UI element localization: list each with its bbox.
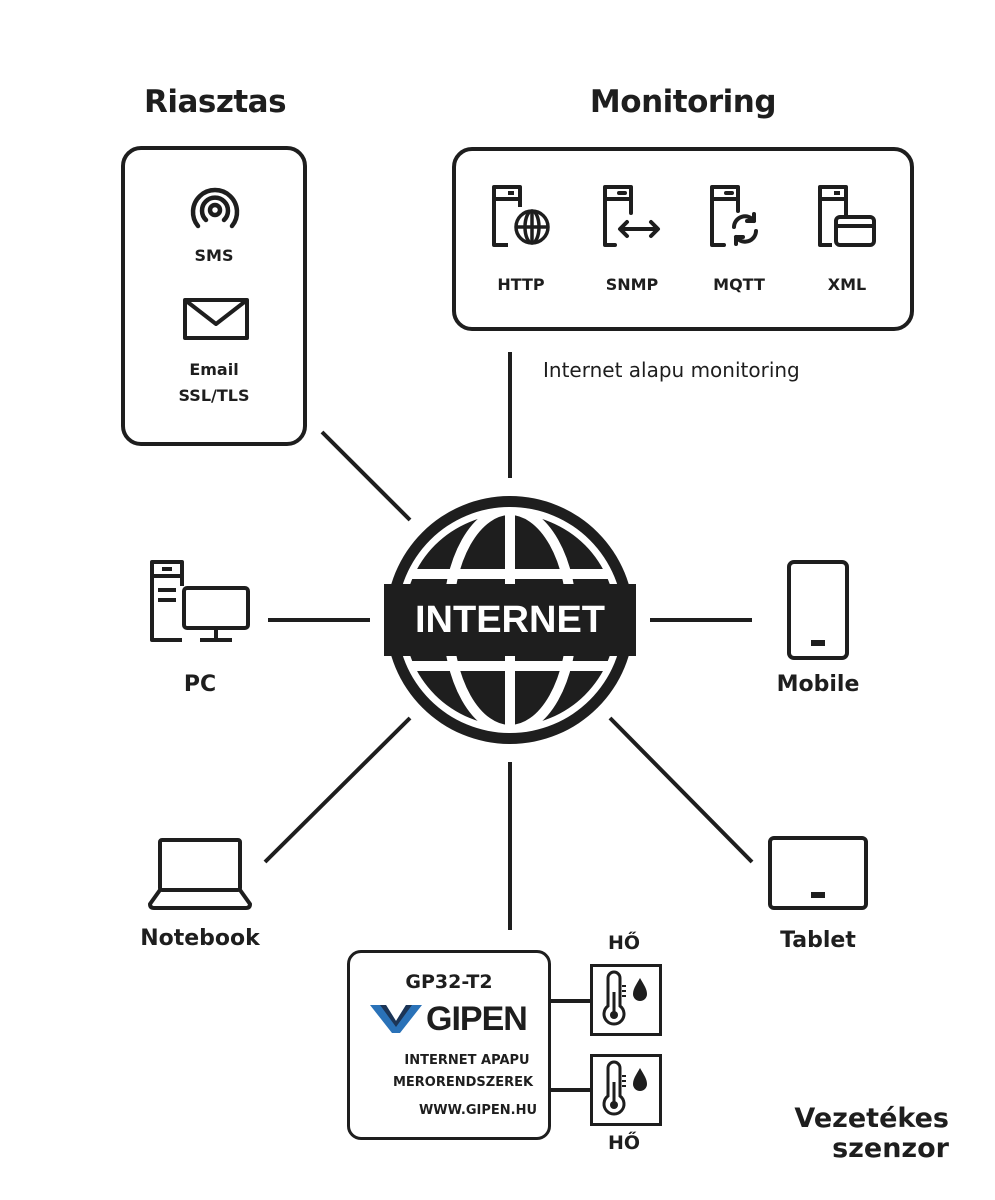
monitoring-panel: HTTP SNMP MQTT — [452, 147, 914, 331]
alarm-panel: SMS Email SSL/TLS — [121, 146, 307, 446]
droplet-icon — [633, 1068, 647, 1091]
monitoring-caption: Internet alapu monitoring — [543, 358, 800, 382]
footer-caption: Vezetékes szenzor — [794, 1104, 949, 1164]
internet-globe: INTERNET — [384, 496, 636, 744]
ssl-label: SSL/TLS — [178, 386, 250, 405]
thermometer-icon — [602, 970, 626, 1026]
email-label: Email — [189, 360, 239, 379]
gateway-tagline-2: MERORENDSZEREK — [392, 1075, 534, 1090]
xml-label: XML — [827, 275, 867, 294]
sms-label: SMS — [194, 246, 234, 265]
gipen-logo-mark — [370, 1005, 422, 1033]
alarm-title: Riasztas — [143, 84, 287, 120]
gipen-wordmark: GIPEN — [426, 1000, 528, 1038]
line-notebook — [263, 716, 412, 864]
line-tablet — [608, 716, 754, 864]
signal-icon — [190, 187, 240, 229]
server-transfer-icon — [603, 185, 660, 247]
line-alarm — [320, 430, 412, 522]
monitoring-title: Monitoring — [589, 84, 777, 120]
http-label: HTTP — [497, 275, 545, 294]
notebook-label: Notebook — [140, 926, 260, 951]
pc-icon — [150, 560, 250, 642]
tablet-label: Tablet — [780, 928, 856, 953]
gateway-model: GP32-T2 — [405, 971, 493, 993]
sensor-bottom — [590, 1054, 662, 1126]
droplet-icon — [633, 978, 647, 1001]
sensor-top — [590, 964, 662, 1036]
thermometer-icon — [602, 1060, 626, 1116]
pc-label: PC — [183, 672, 217, 697]
server-window-icon — [818, 185, 876, 247]
snmp-label: SNMP — [605, 275, 659, 294]
gipen-logo: GIPEN — [370, 999, 540, 1039]
gateway-tagline-1: INTERNET APAPU — [404, 1053, 530, 1068]
sensor-top-label: HŐ — [607, 932, 641, 954]
footer-line-2: szenzor — [832, 1133, 949, 1164]
envelope-icon — [183, 298, 249, 340]
mobile-icon — [787, 560, 849, 660]
tablet-icon — [768, 836, 868, 910]
gateway-url: WWW.GIPEN.HU — [418, 1103, 538, 1118]
internet-label: INTERNET — [415, 599, 605, 641]
mobile-label: Mobile — [776, 672, 860, 697]
mqtt-label: MQTT — [713, 275, 765, 294]
sensor-bottom-label: HŐ — [607, 1132, 641, 1154]
server-sync-icon — [710, 185, 758, 247]
server-web-icon — [492, 185, 550, 247]
footer-line-1: Vezetékes — [794, 1103, 949, 1134]
notebook-icon — [148, 838, 252, 910]
gateway-device: GP32-T2 GIPEN INTERNET APAPU MERORENDSZE… — [347, 950, 551, 1140]
